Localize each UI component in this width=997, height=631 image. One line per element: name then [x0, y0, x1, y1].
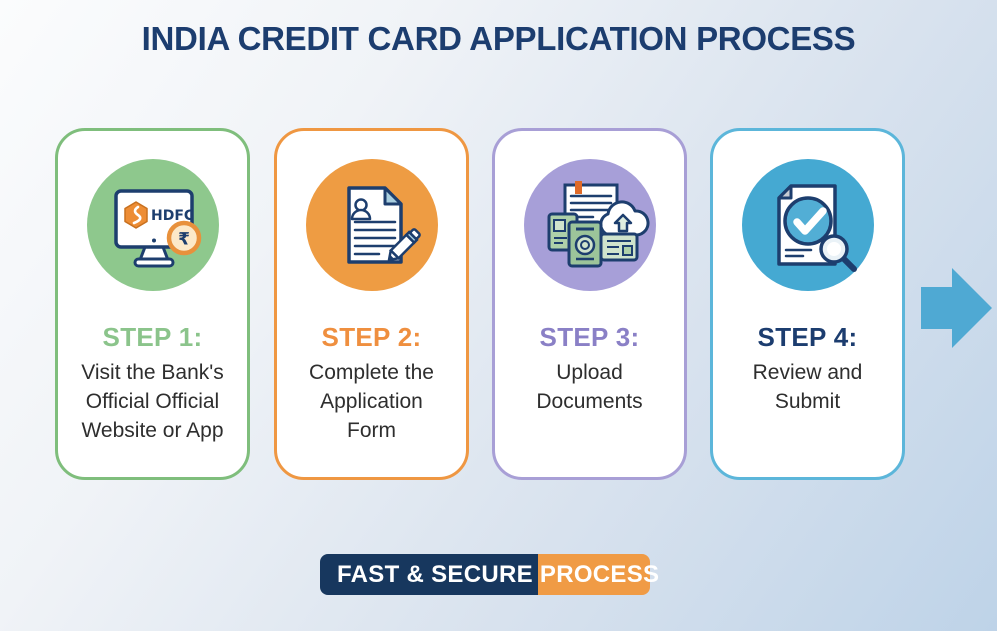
- step-description: Visit the Bank's Official Official Websi…: [81, 361, 224, 442]
- next-arrow-icon: [921, 268, 992, 348]
- page-title: INDIA CREDIT CARD APPLICATION PROCESS: [141, 20, 856, 57]
- review-submit-icon: [741, 158, 875, 292]
- step-label: STEP 1:: [102, 322, 203, 352]
- step-card-2: STEP 2: Complete the Application Form: [274, 128, 469, 480]
- application-form-icon: [305, 158, 439, 292]
- step-description: Review and Submit: [752, 361, 863, 413]
- hdfc-logo-text: HDFC: [151, 208, 194, 224]
- step-label: STEP 3:: [539, 322, 640, 352]
- rupee-coin-symbol: ₹: [178, 230, 190, 250]
- step-label: STEP 4:: [757, 322, 858, 352]
- process-banner: FAST & SECURE PROCESS: [320, 554, 659, 595]
- upload-documents-icon: [523, 158, 657, 292]
- bank-website-monitor-icon: HDFC ₹: [86, 158, 220, 292]
- banner-label: FAST & SECURE PROCESS: [337, 560, 660, 588]
- step-description: Upload Documents: [536, 361, 643, 413]
- step-label: STEP 2:: [321, 322, 422, 352]
- step-description: Complete the Application Form: [309, 361, 434, 442]
- step-card-3: STEP 3: Upload Documents: [492, 128, 687, 480]
- step-card-1: HDFC ₹ STEP 1: Visit the Bank's Official…: [55, 128, 250, 480]
- step-card-4: STEP 4: Review and Submit: [710, 128, 905, 480]
